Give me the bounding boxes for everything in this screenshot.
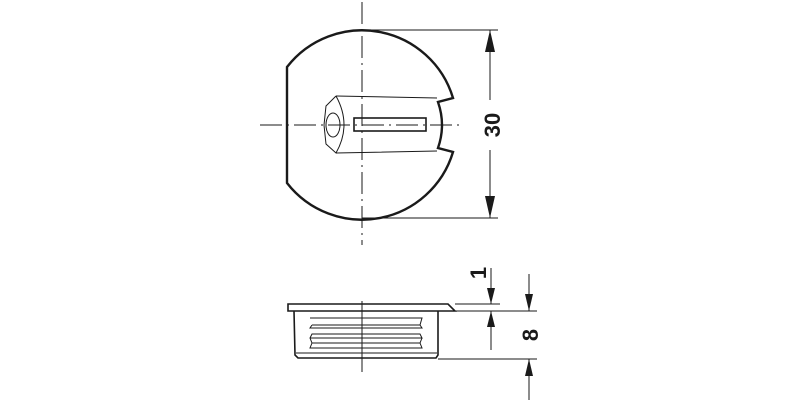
- side-view: [287, 301, 457, 372]
- dimension-label-8: 8: [518, 329, 543, 341]
- arrow-down-icon: [487, 288, 495, 304]
- housing-outline: [285, 29, 455, 221]
- arrow-up-icon: [487, 311, 495, 327]
- dimension-label-30: 30: [480, 113, 505, 137]
- housing-body: [293, 310, 439, 359]
- dimension-height: 8: [438, 274, 543, 400]
- dimension-flange: 1: [455, 267, 537, 350]
- arrow-up-icon: [485, 30, 495, 52]
- cam-hex-head: [323, 95, 345, 154]
- cam-body: [335, 95, 438, 154]
- dimension-diameter: 30: [362, 29, 505, 219]
- cam-slot: [353, 117, 427, 132]
- top-view: [260, 2, 462, 245]
- flange: [287, 303, 457, 312]
- cam-bore: [325, 112, 341, 138]
- arrow-down-icon: [525, 294, 533, 311]
- dimension-label-1: 1: [466, 267, 491, 279]
- arrow-up-icon: [525, 359, 533, 376]
- arrow-down-icon: [485, 196, 495, 218]
- ribs: [309, 317, 423, 349]
